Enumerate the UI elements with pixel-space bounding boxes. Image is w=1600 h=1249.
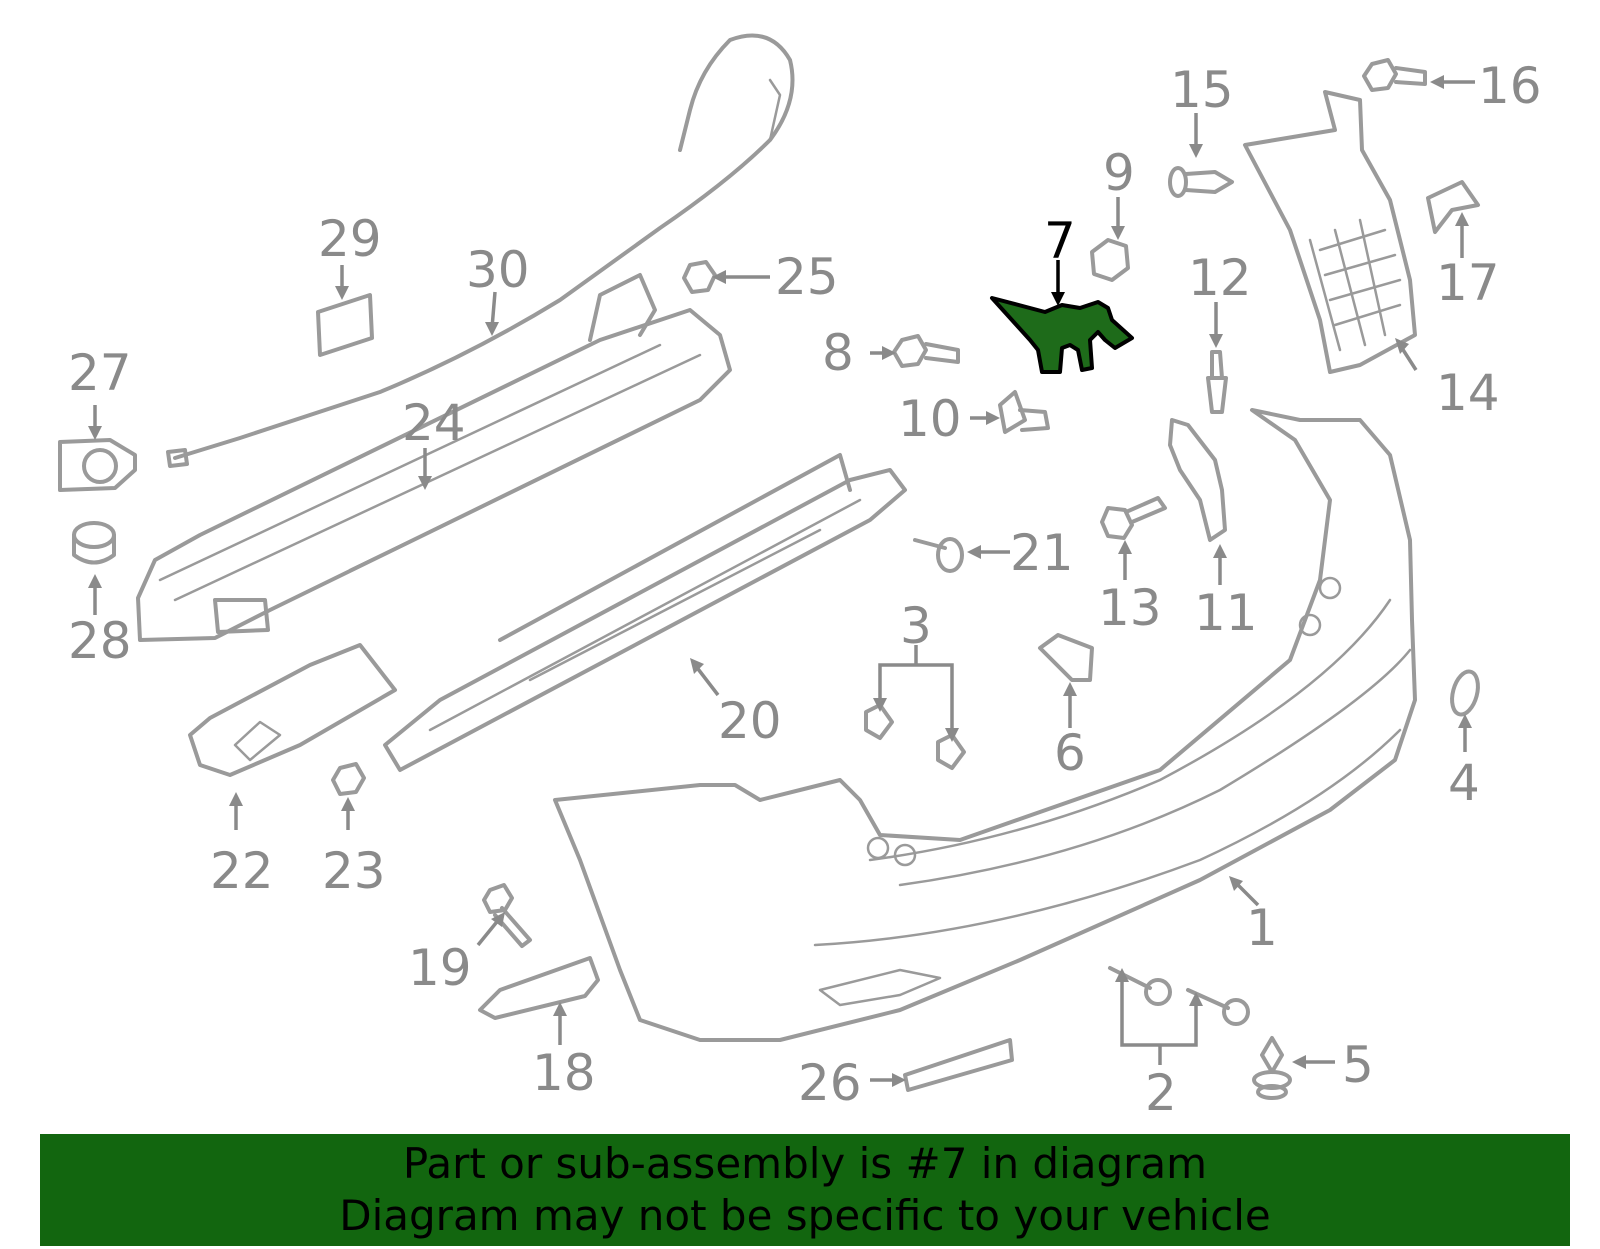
part-4-gasket [1450, 669, 1480, 717]
callout-10: 10 [898, 390, 962, 448]
callout-25: 25 [775, 248, 839, 306]
callout-1: 1 [1246, 899, 1278, 957]
part-11-bracket [1168, 418, 1227, 542]
callout-11: 11 [1194, 584, 1258, 642]
part-15-push-clip [1168, 166, 1234, 198]
info-banner: Part or sub-assembly is #7 in diagram Di… [40, 1134, 1570, 1246]
part-18-reflector-bracket [478, 956, 600, 1020]
callout-29: 29 [318, 210, 382, 268]
part-9-nut [1090, 238, 1130, 282]
part-13-bolt [1100, 496, 1167, 540]
part-26-trim-strip [903, 1038, 1014, 1092]
part-17-clip [1426, 180, 1480, 234]
callout-30: 30 [466, 241, 530, 299]
callout-15: 15 [1170, 61, 1234, 119]
part-12-stud-clip [1206, 350, 1228, 414]
callout-19: 19 [408, 939, 472, 997]
part-20-energy-absorber [383, 453, 907, 772]
part-14-side-bracket [1243, 90, 1417, 374]
callout-12: 12 [1188, 249, 1252, 307]
callout-6: 6 [1054, 724, 1086, 782]
callout-3: 3 [900, 597, 932, 655]
callout-16: 16 [1478, 57, 1542, 115]
part-7-bracket-highlighted [990, 296, 1134, 374]
part-1-bumper-cover [553, 408, 1417, 1042]
part-23-nut [331, 762, 366, 796]
banner-line-2: Diagram may not be specific to your vehi… [339, 1191, 1271, 1240]
part-30-wiring-harness [166, 33, 795, 468]
part-29-label [316, 293, 374, 357]
callout-26: 26 [798, 1054, 862, 1112]
callout-22: 22 [210, 842, 274, 900]
callout-2: 2 [1145, 1064, 1177, 1122]
part-25-nut [682, 260, 717, 294]
callout-7: 7 [1044, 212, 1076, 270]
callout-13: 13 [1098, 579, 1162, 637]
part-19-bolt [482, 883, 532, 948]
part-27-parking-sensor [58, 438, 137, 492]
part-28-grommet [72, 521, 116, 565]
callout-23: 23 [322, 842, 386, 900]
leader-arrows [88, 75, 1475, 1087]
part-2-screws [1108, 966, 1250, 1026]
callout-28: 28 [68, 612, 132, 670]
callout-14: 14 [1436, 364, 1500, 422]
callout-18: 18 [532, 1044, 596, 1102]
banner-line-1: Part or sub-assembly is #7 in diagram [402, 1139, 1208, 1188]
callout-27: 27 [68, 344, 132, 402]
callout-21: 21 [1010, 524, 1074, 582]
part-22-bracket [188, 643, 397, 777]
part-5-push-clip [1252, 1036, 1292, 1100]
part-10-clip-nut [998, 390, 1050, 434]
callout-20: 20 [718, 692, 782, 750]
part-16-bolt [1362, 58, 1427, 92]
callout-4: 4 [1448, 754, 1480, 812]
part-24-impact-bar [136, 273, 732, 642]
callout-17: 17 [1436, 254, 1500, 312]
part-6-clip [1038, 633, 1094, 682]
part-8-bolt [892, 334, 960, 368]
part-21-pin [913, 537, 964, 573]
callout-8: 8 [822, 324, 854, 382]
callout-9: 9 [1103, 144, 1135, 202]
callout-24: 24 [402, 394, 466, 452]
callout-5: 5 [1342, 1036, 1374, 1094]
